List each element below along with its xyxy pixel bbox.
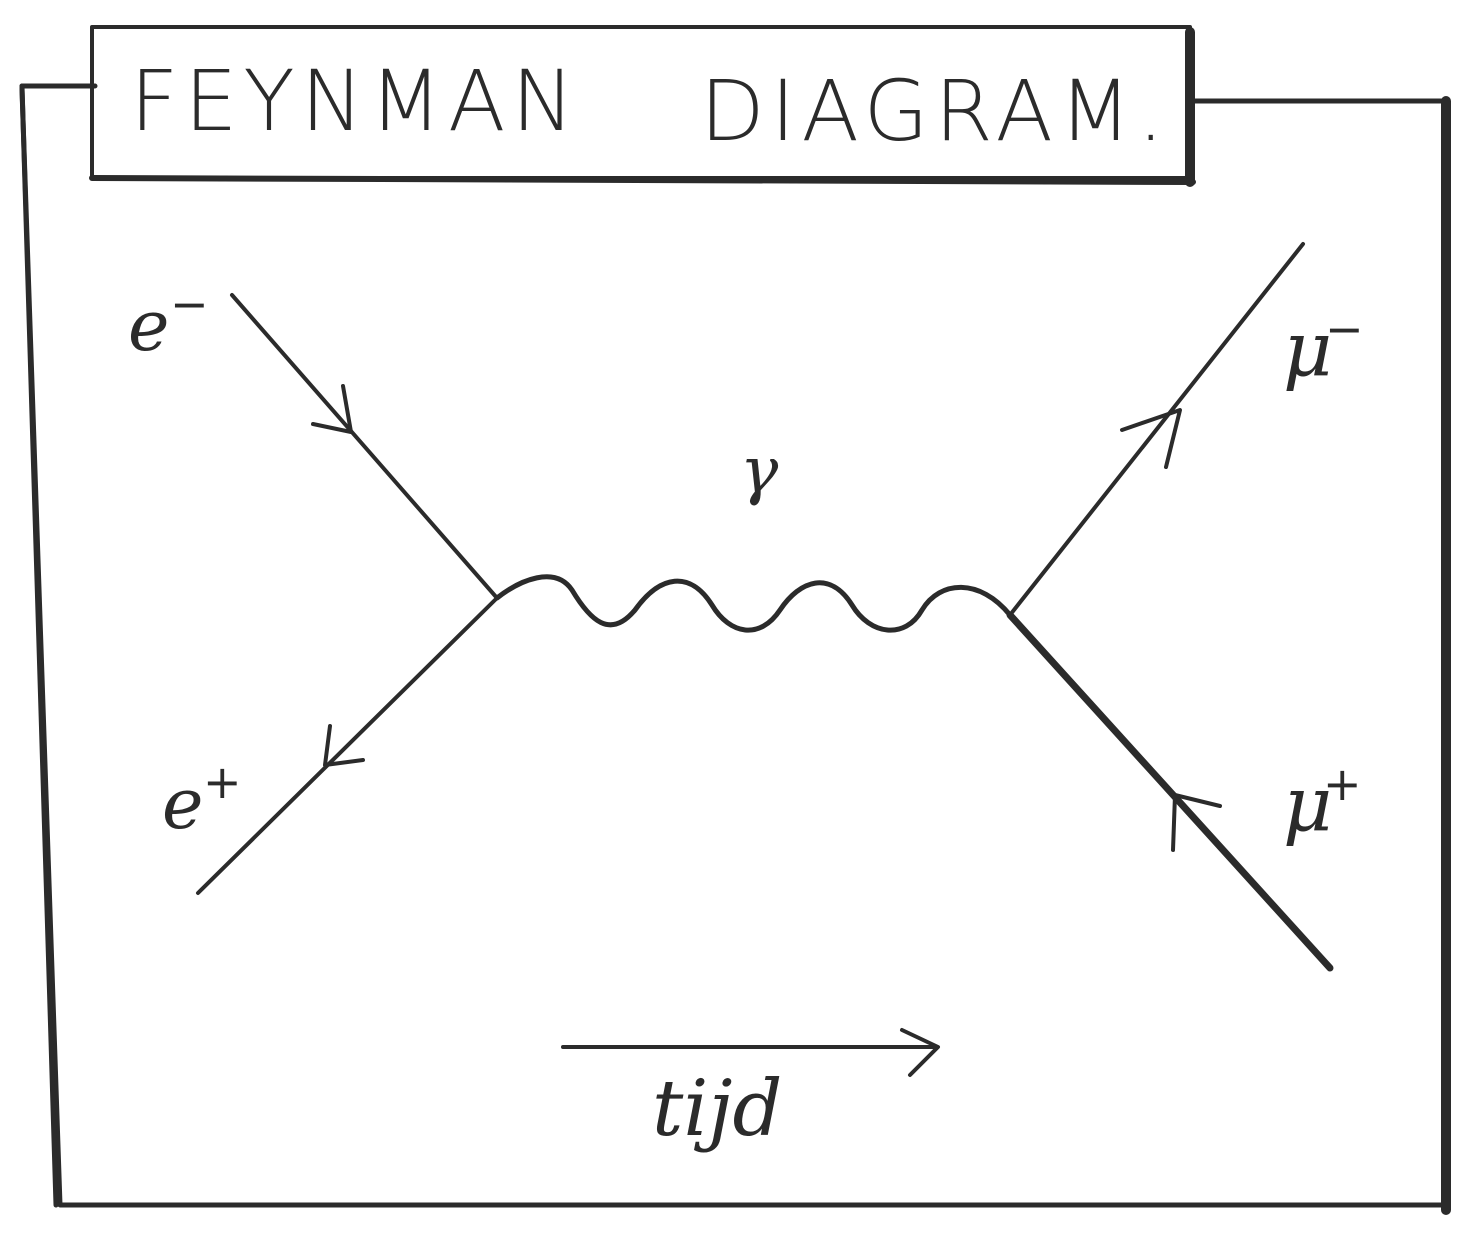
label-electron: e − xyxy=(128,277,209,367)
positron-symbol: e xyxy=(162,763,203,845)
title-word-feynman: FEYNMAN xyxy=(130,52,580,150)
muon-plus-charge: + xyxy=(1323,757,1362,811)
muon-minus-charge: − xyxy=(1325,302,1364,356)
title-box xyxy=(89,25,1196,187)
muon-plus-symbol: μ xyxy=(1283,759,1332,848)
muon-minus-symbol: μ xyxy=(1283,304,1332,393)
outer-frame xyxy=(19,83,1451,1215)
positron-line xyxy=(196,596,499,895)
label-muon-minus: μ − xyxy=(1283,302,1364,393)
photon-propagator xyxy=(494,574,1013,633)
title-word-diagram: DIAGRAM. xyxy=(700,62,1170,160)
electron-charge: − xyxy=(170,277,209,331)
muon-minus-line xyxy=(1008,242,1305,617)
label-positron: e + xyxy=(162,755,242,845)
positron-charge: + xyxy=(203,755,242,809)
time-axis-label: tijd xyxy=(652,1064,782,1154)
time-arrow xyxy=(561,1028,940,1077)
photon-label: γ xyxy=(740,434,779,508)
electron-line xyxy=(230,293,499,600)
electron-symbol: e xyxy=(128,285,169,367)
label-muon-plus: μ + xyxy=(1283,757,1362,848)
muon-plus-line xyxy=(1006,611,1334,972)
